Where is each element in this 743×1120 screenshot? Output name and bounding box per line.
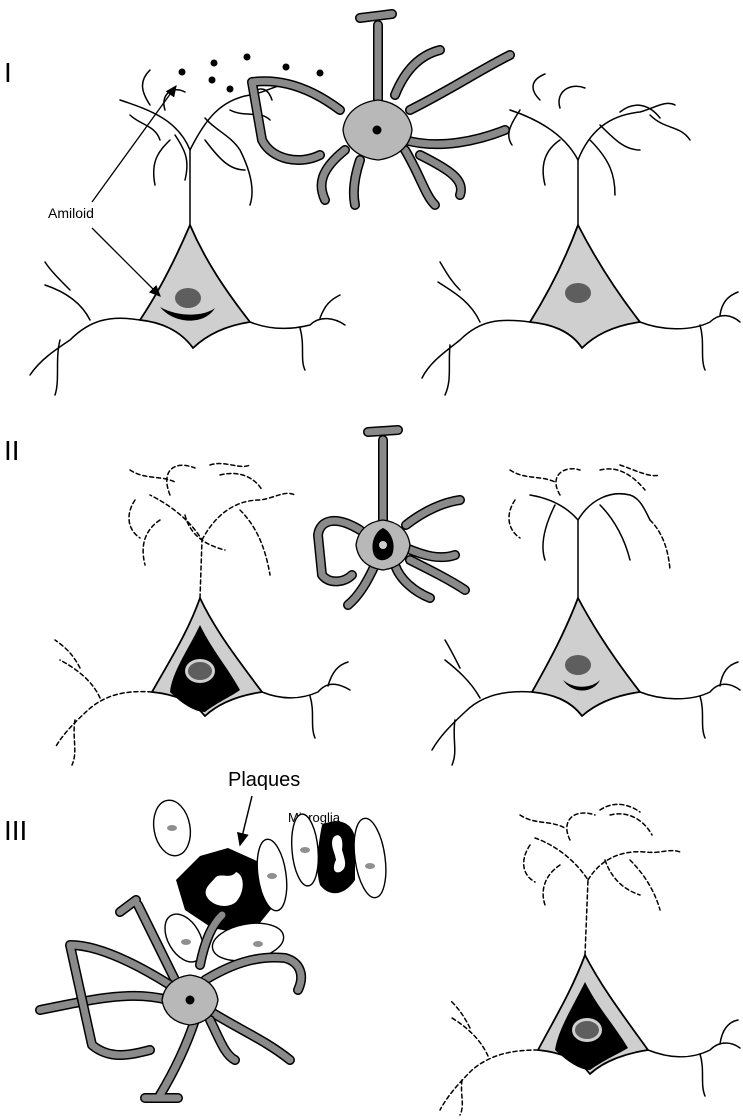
neuron-left-panel-1 <box>30 70 345 395</box>
astrocyte-panel-1 <box>252 14 510 205</box>
panel-3-label: III <box>4 815 27 846</box>
astrocyte-panel-2 <box>318 430 465 605</box>
neuron-right-panel-3 <box>440 804 740 1115</box>
plaques-label: Plaques <box>228 769 300 791</box>
amyloid-arrow-up <box>92 86 176 202</box>
panel-1-label: I <box>4 57 12 88</box>
neuron-right-panel-1 <box>422 74 740 395</box>
neuron-left-panel-2 <box>55 464 350 765</box>
neuron-right-panel-2 <box>432 465 740 765</box>
panel-1: I <box>4 14 740 395</box>
panel-2: II <box>4 430 740 765</box>
plaques-arrow <box>240 796 252 845</box>
plaque-small <box>317 821 355 893</box>
panel-2-label: II <box>4 435 20 466</box>
panel-3: III Plaques Microglia <box>4 769 740 1115</box>
amyloid-arrow-down <box>92 228 160 296</box>
amyloid-label: Amiloid <box>48 205 94 221</box>
